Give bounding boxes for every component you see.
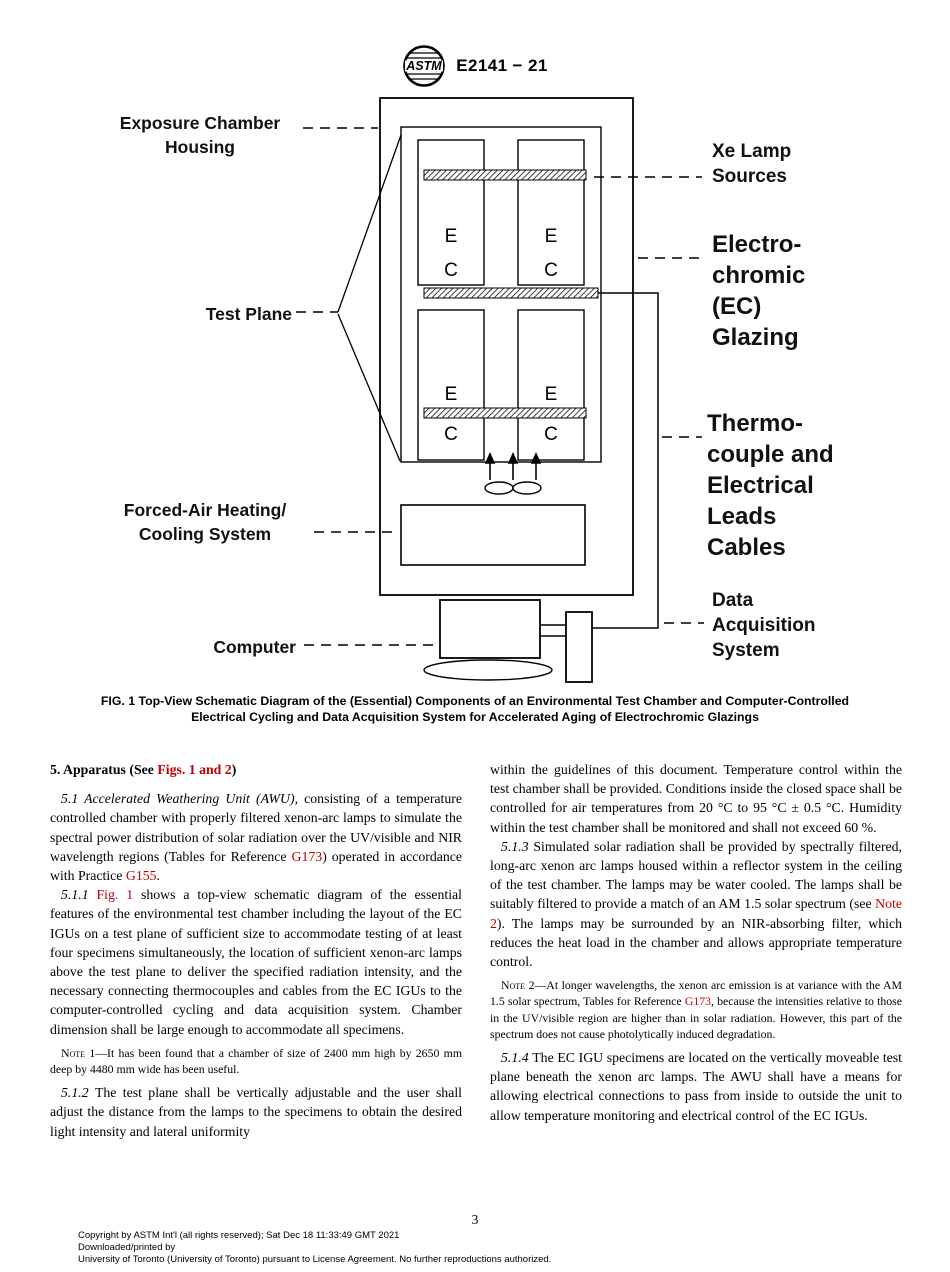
label-xe-lamp-sources: Xe Lamp Sources <box>712 141 792 187</box>
copyright-line-1: Copyright by ASTM Int'l (all rights rese… <box>78 1230 400 1241</box>
left-column: 5. Apparatus (See Figs. 1 and 2) 5.1 Acc… <box>50 760 462 1141</box>
para-5-1-2: 5.1.2 The test plane shall be vertically… <box>50 1083 462 1141</box>
caption-line-2: Electrical Cycling and Data Acquisition … <box>191 709 759 724</box>
para-text: Simulated solar radiation shall be provi… <box>490 838 903 912</box>
para-text: consisting of a temperature controlled c… <box>50 791 462 864</box>
page-header: ASTM E2141 − 21 <box>0 44 950 88</box>
chamber-housing-outline <box>379 97 634 596</box>
para-text: . <box>156 868 160 884</box>
leader-lines <box>296 127 704 646</box>
label-thermocouple-leads: Thermo- couple and Electrical Leads Cabl… <box>707 410 834 561</box>
note-text: —It has been found that a chamber of siz… <box>50 1045 463 1077</box>
computer-keyboard <box>423 659 553 681</box>
test-plane-pointer-bottom <box>337 313 401 462</box>
computer-icon <box>423 599 553 681</box>
para-5-1-1: 5.1.1 Fig. 1 shows a top-view schematic … <box>50 885 462 1039</box>
section-number: 5.1.2 <box>61 1085 95 1101</box>
link-g155[interactable]: G155 <box>125 868 157 884</box>
para-text: ). The lamps may be surrounded by an NIR… <box>490 915 902 970</box>
copyright-line-2: Downloaded/printed by <box>78 1242 176 1253</box>
section-number: 5.1.1 <box>61 887 97 903</box>
data-acquisition-box <box>565 611 593 683</box>
para-5-1: 5.1 Accelerated Weathering Unit (AWU), c… <box>50 789 462 885</box>
thermocouple-cable <box>592 292 659 629</box>
section-number: 5.1 <box>61 791 85 807</box>
page-number: 3 <box>471 1212 479 1227</box>
heading-text: ) <box>231 762 237 777</box>
link-note-2[interactable]: Note 2 <box>490 896 902 931</box>
para-5-1-3: 5.1.3 Simulated solar radiation shall be… <box>490 837 902 971</box>
xe-lamp-bar-middle <box>423 287 599 299</box>
specimen-box-top-right <box>517 139 585 286</box>
note-label: Note 2 <box>501 978 535 993</box>
copyright-line-3: University of Toronto (University of Tor… <box>78 1254 552 1265</box>
airflow-arrows-icon <box>484 452 542 480</box>
astm-logo-text: ASTM <box>406 59 443 73</box>
specimen-e-label: E <box>545 384 558 405</box>
note-1: Note 1—It has been found that a chamber … <box>50 1045 462 1077</box>
specimen-c-label: C <box>444 424 458 445</box>
link-g173[interactable]: G173 <box>684 994 712 1009</box>
body-text: 5. Apparatus (See Figs. 1 and 2) 5.1 Acc… <box>50 760 902 1141</box>
para-text: ) operated in accordance with Practice <box>50 848 462 884</box>
note-label: Note 1 <box>61 1045 96 1060</box>
astm-logo-icon: ASTM <box>403 45 446 87</box>
daq-connector-cables <box>540 624 566 637</box>
specimen-box-top-left <box>417 139 485 286</box>
standard-designation: E2141 − 21 <box>456 56 548 75</box>
test-plane-pointer-top <box>337 134 402 313</box>
label-data-acquisition: Data Acquisition System <box>712 590 816 661</box>
section-number: 5.1.4 <box>501 1050 533 1066</box>
link-figs-1-and-2[interactable]: Figs. 1 and 2 <box>157 762 232 777</box>
caption-line-1: FIG. 1 Top-View Schematic Diagram of the… <box>100 694 850 708</box>
specimen-letters: E E C C E E C C <box>444 226 558 445</box>
para-text: The EC IGU specimens are located on the … <box>490 1050 903 1123</box>
section-number: 5.1.3 <box>501 838 534 854</box>
right-column: within the guidelines of this document. … <box>490 760 902 1141</box>
specimen-e-label: E <box>545 226 558 247</box>
specimen-e-label: E <box>445 384 458 405</box>
specimen-e-label: E <box>445 226 458 247</box>
note-text: , because the intensities relative to th… <box>490 994 903 1041</box>
note-2: Note 2—At longer wavelengths, the xenon … <box>490 977 902 1042</box>
fig1-schematic: E E C C E E C C <box>296 97 704 683</box>
specimen-c-label: C <box>544 424 558 445</box>
fan-icon <box>484 481 542 495</box>
label-computer: Computer <box>213 637 296 657</box>
para-text: The test plane shall be vertically adjus… <box>50 1085 462 1139</box>
test-plane-outline <box>400 126 602 463</box>
label-ec-glazing: Electro- chromic (EC) Glazing <box>712 231 806 351</box>
specimen-box-bottom-left <box>417 309 485 461</box>
xe-lamp-bar-bottom <box>423 407 587 419</box>
label-forced-air: Forced-Air Heating/ Cooling System <box>123 500 287 544</box>
section-heading: 5. Apparatus (See Figs. 1 and 2) <box>50 760 462 779</box>
para-text: shows a top-view schematic diagram of th… <box>50 887 463 1037</box>
label-test-plane: Test Plane <box>205 304 292 324</box>
para-text: within the guidelines of this document. … <box>490 762 902 835</box>
computer-monitor <box>439 599 541 659</box>
link-fig-1[interactable]: Fig. 1 <box>96 887 134 903</box>
term-awu: Accelerated Weathering Unit (AWU), <box>84 791 299 807</box>
heating-cooling-box <box>400 504 586 566</box>
specimen-box-bottom-right <box>517 309 585 461</box>
specimen-c-label: C <box>444 260 458 281</box>
copyright-stamp: Copyright by ASTM Int'l (all rights rese… <box>78 1230 551 1266</box>
note-text: —At longer wavelengths, the xenon arc em… <box>490 978 903 1009</box>
link-g173[interactable]: G173 <box>291 848 323 864</box>
xe-lamp-bar-top <box>423 169 587 181</box>
figure-caption: FIG. 1 Top-View Schematic Diagram of the… <box>65 694 885 725</box>
label-exposure-chamber-housing: Exposure Chamber Housing <box>119 113 281 157</box>
para-5-1-2-continued: within the guidelines of this document. … <box>490 760 902 837</box>
specimen-c-label: C <box>544 260 558 281</box>
heading-text: 5. Apparatus (See <box>50 762 158 777</box>
para-5-1-4: 5.1.4 The EC IGU specimens are located o… <box>490 1048 902 1125</box>
figure-1: E E C C E E C C <box>0 90 950 694</box>
